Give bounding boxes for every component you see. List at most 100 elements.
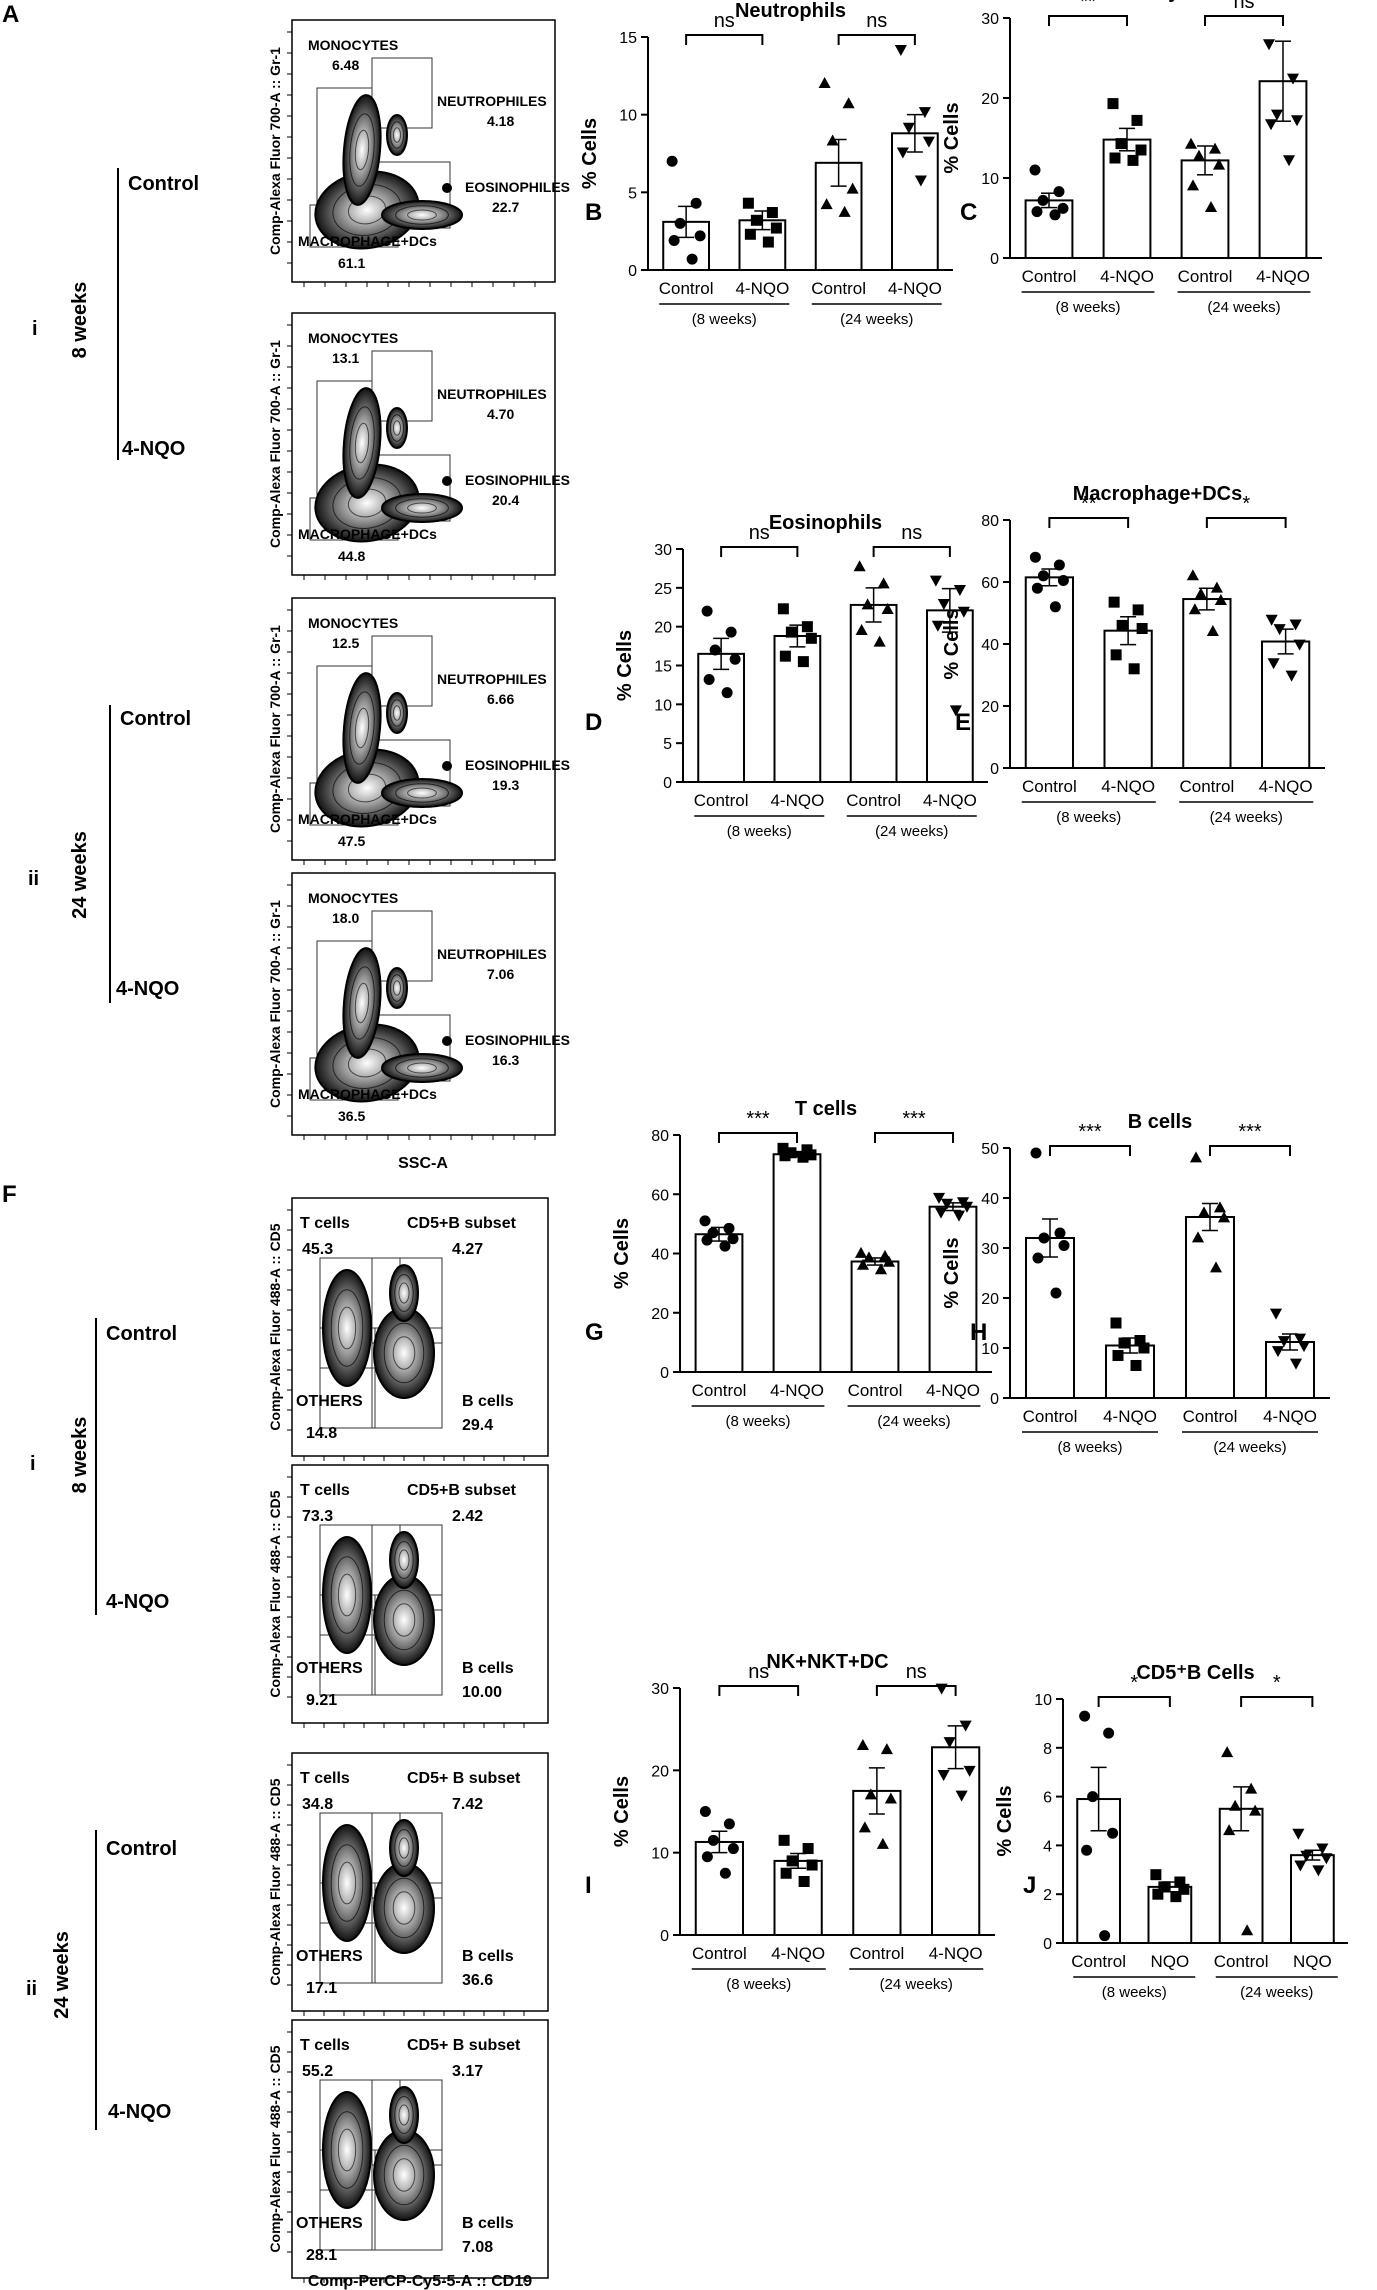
group-label: (24 weeks) — [840, 311, 913, 328]
panel-letter: E — [955, 709, 971, 736]
x-tick-label: 4-NQO — [888, 279, 942, 298]
data-point-triangle-down — [953, 584, 966, 596]
density-ring — [394, 1829, 414, 1867]
data-point-triangle — [1192, 149, 1206, 161]
density-outer — [389, 1819, 419, 1877]
density-contour — [389, 1531, 419, 1589]
gate-value-eosinophiles: 20.4 — [492, 492, 519, 508]
data-point-square — [1174, 1876, 1186, 1888]
y-tick-label: 0 — [660, 1365, 669, 1382]
gate-label-t-cells: T cells — [300, 2037, 350, 2054]
density-ring — [383, 1322, 425, 1384]
data-point-square — [780, 1867, 792, 1879]
data-point-circle — [1058, 1240, 1070, 1251]
gr1-flow-plot: MONOCYTES12.5NEUTROPHILES6.66EOSINOPHILE… — [267, 597, 570, 865]
density-ring — [354, 422, 370, 464]
y-tick-label: 10 — [651, 1846, 669, 1863]
density-ring — [392, 1603, 416, 1637]
y-tick-label: 40 — [981, 1191, 999, 1208]
group-label: (24 weeks) — [875, 823, 948, 840]
x-tick-label: Control — [1179, 777, 1234, 796]
x-tick-label: NQO — [1151, 1952, 1190, 1971]
bar — [1182, 598, 1232, 769]
data-point-square — [1116, 619, 1128, 631]
data-point-circle — [1049, 601, 1061, 613]
data-point-triangle-down — [1316, 1843, 1329, 1855]
x-tick-label: 4-NQO — [770, 1381, 824, 1400]
y-tick-label: 10 — [1034, 1692, 1052, 1709]
data-point-circle — [1032, 1252, 1044, 1264]
group-label: (8 weeks) — [727, 823, 792, 840]
data-point-triangle-down — [1271, 1346, 1285, 1358]
gate-label-monocytes: MONOCYTES — [308, 615, 398, 631]
density-outer — [322, 1536, 372, 1654]
group-label: (24 weeks) — [1213, 1439, 1286, 1456]
data-point-circle — [1031, 206, 1043, 218]
y-axis-label: Comp-Alexa Fluor 700-A :: Gr-1 — [267, 625, 283, 833]
x-tick-label: Control — [1178, 267, 1233, 286]
gate-label-others: OTHERS — [296, 1393, 363, 1410]
data-point-triangle — [862, 1251, 876, 1263]
data-point-triangle-down — [1289, 619, 1302, 631]
y-tick-label: 30 — [981, 11, 999, 28]
data-point-triangle-down — [934, 1207, 948, 1219]
x-axis-label: SSC-A — [398, 1155, 448, 1172]
data-point-triangle-down — [1297, 1341, 1311, 1353]
gate-label-t-cells: T cells — [300, 1770, 350, 1787]
data-point-square — [779, 1150, 791, 1162]
gate-label-t-cells: T cells — [300, 1215, 350, 1232]
gate-value-b-cells: 7.08 — [462, 2239, 493, 2256]
x-tick-label: Control — [1022, 267, 1077, 286]
y-tick-label: 0 — [990, 1391, 999, 1408]
y-tick-label: 0 — [628, 263, 637, 280]
bar — [1025, 1237, 1075, 1399]
data-point-square — [1128, 663, 1140, 675]
data-point-square — [766, 207, 778, 219]
data-point-triangle-down — [894, 45, 907, 57]
gate-label-neutrophiles: NEUTROPHILES — [437, 386, 547, 402]
x-tick-label: NQO — [1293, 1952, 1332, 1971]
density-ring — [337, 1861, 357, 1905]
chart-title: B cells — [1128, 1111, 1192, 1133]
gate-value-others: 14.8 — [306, 1425, 337, 1442]
density-ring — [349, 691, 375, 765]
x-axis-label: Comp-PerCP-Cy5-5-A :: CD19 — [308, 2273, 532, 2290]
y-tick-label: 20 — [981, 91, 999, 108]
gate-value-neutrophiles: 4.18 — [487, 113, 514, 129]
data-point-square — [802, 1843, 814, 1855]
gate-label-eosinophiles: EOSINOPHILES — [465, 757, 570, 773]
significance-label: ns — [1233, 0, 1254, 13]
data-point-triangle — [1194, 587, 1207, 599]
density-ring — [407, 1062, 437, 1074]
data-point-triangle-down — [929, 575, 942, 587]
density-contour — [322, 2091, 372, 2209]
data-point-triangle — [1186, 569, 1199, 581]
x-tick-label: Control — [846, 791, 901, 810]
y-tick-label: 10 — [981, 171, 999, 188]
data-point-triangle-down — [1277, 1336, 1291, 1348]
significance-bracket — [875, 1685, 957, 1696]
y-axis-title: % Cells — [611, 1218, 633, 1289]
density-outer — [386, 692, 408, 734]
gate-value-eosinophiles: 16.3 — [492, 1052, 519, 1068]
y-axis-label: Comp-Alexa Fluor 488-A :: CD5 — [267, 1490, 283, 1697]
significance-bracket — [837, 34, 916, 45]
density-ring — [354, 982, 370, 1024]
x-tick-label: 4-NQO — [1259, 777, 1313, 796]
density-contour — [381, 200, 463, 230]
data-point-circle — [729, 653, 741, 665]
data-point-square — [806, 1859, 818, 1871]
density-ring — [395, 1058, 449, 1078]
significance-label: * — [1130, 1672, 1138, 1694]
x-tick-label: 4-NQO — [770, 791, 824, 810]
gate-value-b-cells: 10.00 — [462, 1684, 502, 1701]
density-contour — [342, 94, 382, 206]
data-point-triangle-down — [1293, 1333, 1307, 1345]
bar — [694, 1233, 744, 1374]
x-tick-label: Control — [1023, 1407, 1078, 1426]
gate-value-monocytes: 18.0 — [332, 910, 359, 926]
density-contour — [386, 692, 408, 734]
data-point-square — [1150, 1869, 1162, 1881]
